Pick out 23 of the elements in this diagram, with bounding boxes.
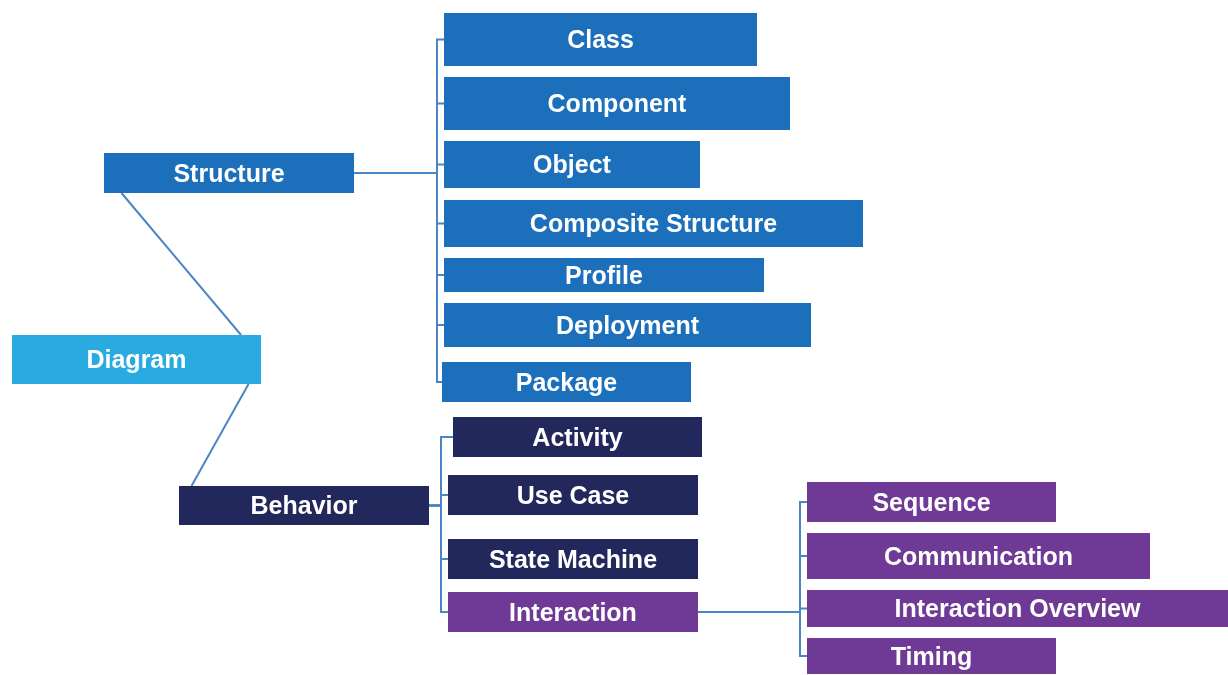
category-box: Activity (453, 417, 702, 457)
category-box: Use Case (448, 475, 698, 515)
connector-line (353, 172, 443, 383)
category-box: Deployment (444, 303, 811, 347)
category-box: Object (444, 141, 700, 188)
category-box: Communication (807, 533, 1150, 579)
category-box: Interaction (448, 592, 698, 632)
connector-line (428, 504, 449, 613)
category-box: Timing (807, 638, 1056, 674)
connector-line (697, 611, 808, 657)
category-box: Profile (444, 258, 764, 292)
connector-line (190, 383, 250, 487)
category-box: Interaction Overview (807, 590, 1228, 627)
category-box: Structure (104, 153, 354, 193)
category-box: Composite Structure (444, 200, 863, 247)
connector-line (120, 192, 243, 336)
category-box: Package (442, 362, 691, 402)
category-box: Diagram (12, 335, 261, 384)
category-box: Sequence (807, 482, 1056, 522)
category-box: State Machine (448, 539, 698, 579)
category-box: Behavior (179, 486, 429, 525)
category-box: Class (444, 13, 757, 66)
category-box: Component (444, 77, 790, 130)
